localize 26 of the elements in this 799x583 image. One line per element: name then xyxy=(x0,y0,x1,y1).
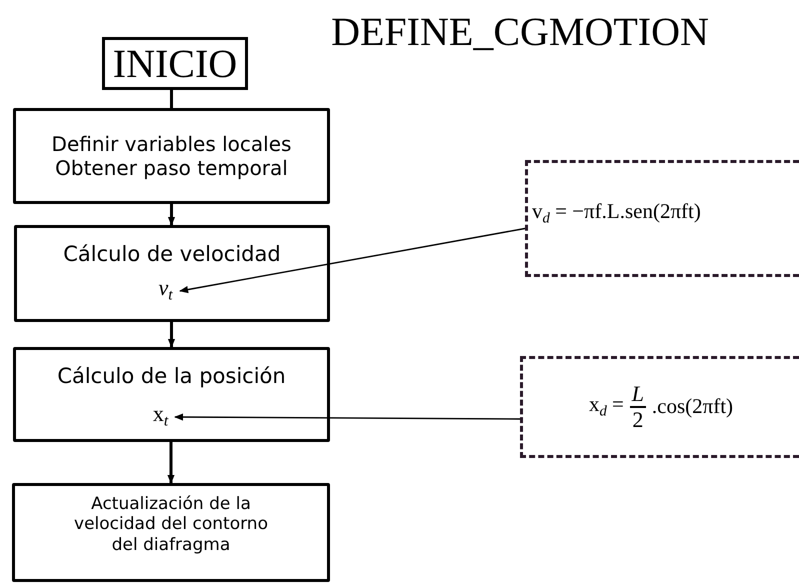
formula-text: x$_{d}$ = xyxy=(588,392,624,422)
math-symbol: v$_{t}$ xyxy=(152,276,180,306)
formula-text: .cos(2πft) xyxy=(652,394,734,420)
box-text: Cálculo de la posición xyxy=(57,364,286,390)
box-text: INICIO xyxy=(112,40,238,88)
diagram-title: DEFINE_CGMOTION xyxy=(330,8,710,55)
process-box xyxy=(14,225,330,322)
box-text: Definir variables locales xyxy=(52,132,292,156)
connector-line xyxy=(170,90,173,108)
arrow xyxy=(179,228,526,294)
arrow xyxy=(168,204,176,226)
process-box xyxy=(12,483,330,582)
formula-box xyxy=(525,160,799,277)
process-box xyxy=(13,108,330,204)
formula-text: v$_{d}$ = −πf.L.sen(2πft) xyxy=(532,198,701,228)
math-symbol: x$_{t}$ xyxy=(146,402,174,432)
box-text: Cálculo de velocidad xyxy=(63,242,281,268)
box-text: Actualización de la velocidad del contorno del diafragma xyxy=(73,494,269,556)
fraction: L 2 xyxy=(630,382,646,432)
process-box xyxy=(13,347,330,442)
formula-box xyxy=(520,356,799,458)
arrow xyxy=(174,413,520,421)
start-box xyxy=(102,37,248,90)
arrow xyxy=(167,442,175,484)
box-text: Obtener paso temporal xyxy=(55,156,288,180)
arrow xyxy=(168,322,176,348)
